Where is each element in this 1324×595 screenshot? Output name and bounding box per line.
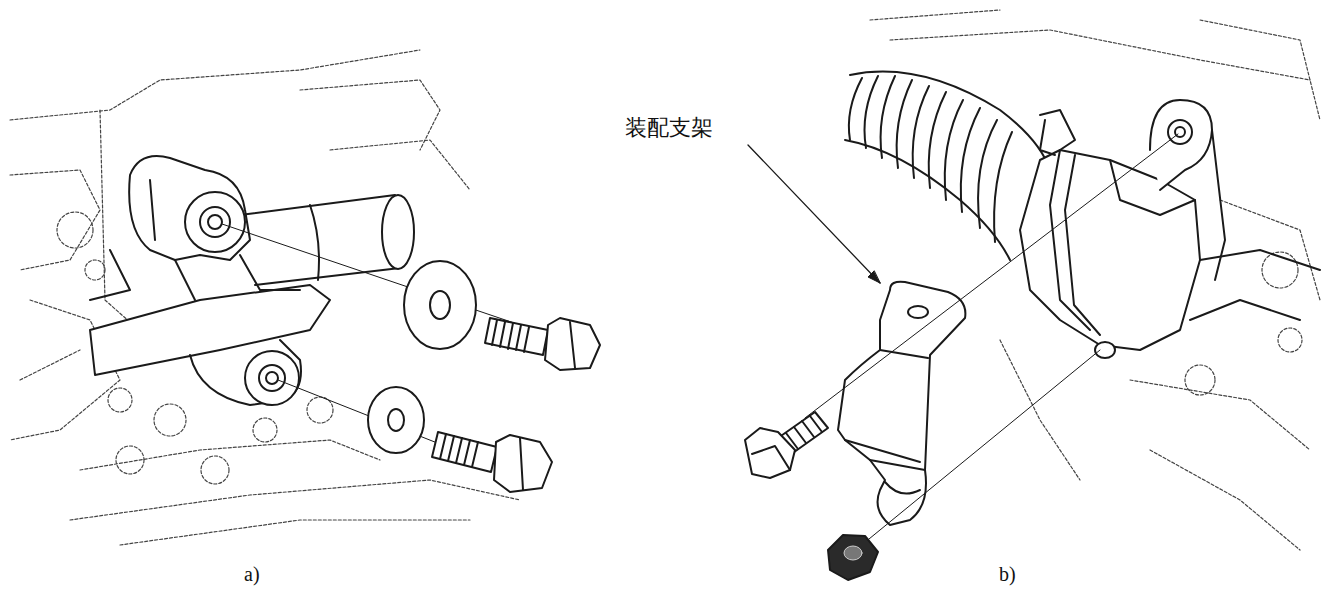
washers xyxy=(368,261,476,453)
mount-tab xyxy=(1150,100,1225,280)
assembly-guide-lines xyxy=(805,134,1178,548)
corrugated-boot xyxy=(845,72,1050,260)
subfigure-label: a) xyxy=(244,563,260,585)
engine-background-b xyxy=(870,10,1320,550)
pivot-bosses xyxy=(185,192,299,405)
mounting-bracket xyxy=(838,282,965,525)
nut-b xyxy=(828,535,878,580)
leader-line xyxy=(748,145,880,283)
bolts-a xyxy=(432,318,600,492)
leader-arrowhead xyxy=(868,271,880,283)
engine-background-a xyxy=(10,50,520,545)
subfigure-label: b) xyxy=(999,563,1016,585)
part-label: 装配支架 xyxy=(625,116,713,140)
tensioner-cylinder xyxy=(240,195,414,285)
bolt-b xyxy=(745,412,828,478)
